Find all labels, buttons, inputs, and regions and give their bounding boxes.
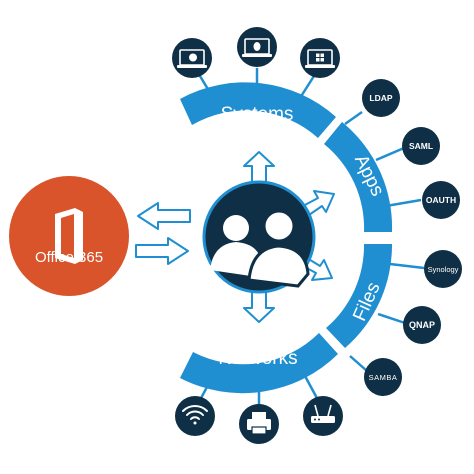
office-to-hub-arrow [137,202,191,230]
files-segment [326,244,393,348]
users-icon [210,209,310,288]
hub-node [202,180,316,294]
systems-node-linux [237,27,277,67]
apps-node-oauth: OAUTH [422,181,460,219]
networks-segment [180,333,338,394]
ring [180,82,393,394]
systems-label: Systems [221,104,294,125]
networks-node-wifi [175,396,215,436]
hub-arrow-upright [302,190,335,216]
qnap-label: QNAP [409,320,435,330]
router-icon [311,404,335,423]
apps-node-ldap: LDAP [362,79,400,117]
apps-node-saml: SAML [402,127,440,165]
systems-node-mac [172,38,212,78]
office365-node: Office 365 [9,176,129,296]
hub-arrow-down [243,291,275,323]
windows-laptop-icon [305,49,335,68]
office365-label: Office 365 [35,249,103,266]
ldap-label: LDAP [369,93,392,103]
oauth-label: OAUTH [426,195,456,205]
files-node-samba: SAMBA [364,358,402,396]
synology-label: Synology [428,265,459,274]
networks-label: Networks [218,348,297,369]
wifi-icon [182,405,208,425]
files-node-synology: Synology [424,250,462,288]
office-logo-icon [55,208,83,264]
systems-segment [180,82,336,138]
hub-arrow-up [243,151,275,183]
samba-label: SAMBA [369,373,398,382]
connectors [198,68,425,405]
linux-laptop-icon [242,38,272,57]
networks-node-router [303,396,343,436]
apps-segment [324,122,393,232]
hub-to-office-arrow [135,237,189,265]
networks-node-printer [239,404,279,444]
saml-label: SAML [409,141,433,151]
systems-node-windows [300,38,340,78]
printer-icon [247,412,271,435]
mac-laptop-icon [177,49,207,68]
files-node-qnap: QNAP [403,306,441,344]
